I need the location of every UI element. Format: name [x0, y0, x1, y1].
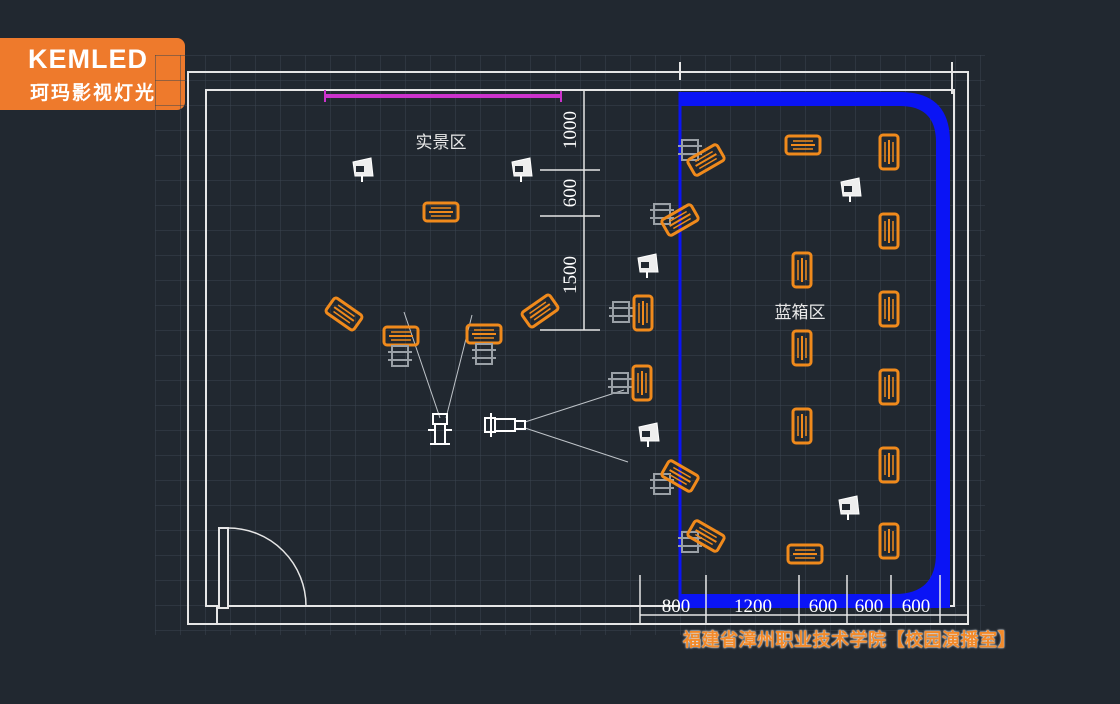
- dim-1500: 1500: [560, 256, 581, 294]
- dim-600-b: 600: [855, 596, 884, 617]
- dim-600-vertical: 600: [560, 179, 581, 208]
- dim-800: 800: [662, 596, 691, 617]
- logo-subtitle: 珂玛影视灯光: [30, 82, 157, 104]
- caption: 福建省漳州职业技术学院【校园演播室】: [683, 630, 1016, 651]
- grid-background: [155, 55, 985, 635]
- dim-600-c: 600: [902, 596, 931, 617]
- outer-wall: [187, 71, 969, 625]
- camera-icon: [428, 413, 452, 445]
- vertical-dimension: [540, 89, 600, 331]
- zone-blue-box-label: 蓝箱区: [775, 303, 826, 323]
- kemled-logo: KEMLED 珂玛影视灯光: [0, 38, 185, 110]
- dim-1200: 1200: [734, 596, 772, 617]
- dim-1000: 1000: [560, 111, 581, 149]
- curtain-track: [324, 90, 562, 102]
- horizontal-dimension: [639, 575, 968, 625]
- dim-600-a: 600: [809, 596, 838, 617]
- camera-icon: [484, 413, 526, 437]
- zone-real-scene-label: 实景区: [416, 133, 467, 153]
- logo-brand: KEMLED: [28, 44, 148, 74]
- door: [216, 527, 307, 625]
